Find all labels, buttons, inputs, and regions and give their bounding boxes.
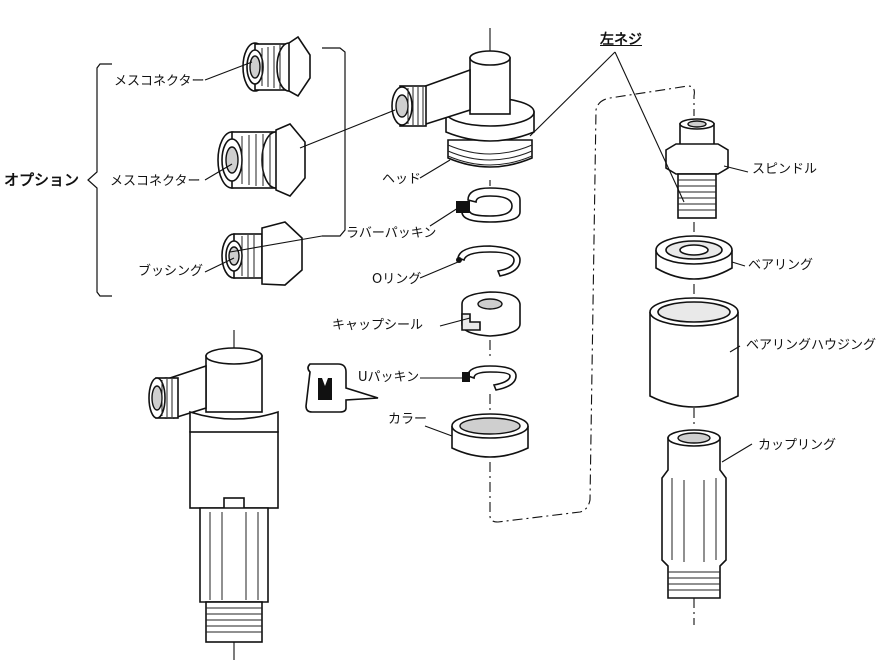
- collar-part: [451, 413, 529, 458]
- spindle-part: [665, 118, 729, 219]
- leader-lines: [204, 51, 753, 463]
- bushing-label: ブッシング: [138, 264, 204, 279]
- coupling-label: カップリング: [758, 438, 837, 453]
- cap-seal-label: キャップシール: [332, 318, 424, 333]
- collar-label: カラー: [388, 412, 428, 427]
- coupling-part: [661, 429, 727, 599]
- u-packing-label: Uパッキン: [358, 370, 420, 385]
- mesu-connector-1-label: メスコネクター: [114, 74, 205, 89]
- rubber-packing-part: [456, 187, 521, 223]
- option-bracket: [87, 47, 346, 297]
- option-label: オプション: [4, 171, 80, 189]
- bearing-ring-part: [655, 235, 733, 280]
- bearing-housing-part: [649, 297, 739, 408]
- spindle-label: スピンドル: [752, 162, 818, 177]
- assembly-path: [489, 85, 695, 625]
- o-ring-label: Oリング: [372, 272, 422, 287]
- bearing-housing-label: ベアリングハウジング: [746, 338, 877, 353]
- cap-seal-part: [461, 291, 521, 337]
- mesu-connector-2-part: [217, 123, 306, 197]
- o-ring-part: [456, 245, 521, 277]
- u-packing-inset: [305, 363, 379, 413]
- rubber-packing-label: ラバーパッキン: [346, 226, 437, 241]
- head-part: [391, 28, 535, 168]
- bearing-ring-label: ベアリング: [748, 258, 814, 273]
- mesu-connector-1-part: [242, 35, 311, 98]
- assembled-joint: [148, 330, 279, 660]
- head-label: ヘッド: [382, 172, 422, 187]
- mesu-connector-2-label: メスコネクター: [110, 174, 201, 189]
- u-packing-part: [462, 365, 517, 391]
- bushing-part: [221, 221, 303, 286]
- left-thread-label: 左ネジ: [600, 32, 642, 48]
